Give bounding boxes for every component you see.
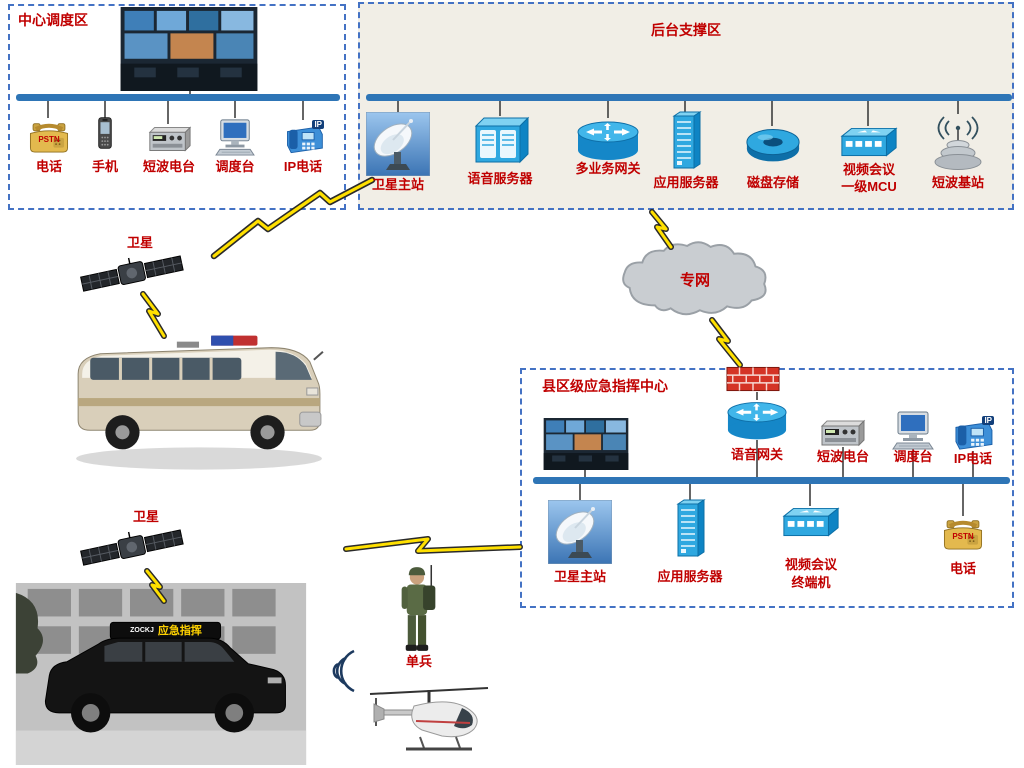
uav-helicopter (366, 676, 496, 766)
zone-backend-title: 后台支撑区 (651, 22, 721, 38)
device-label-voice-gateway: 语音网关 (730, 447, 783, 462)
device-label-county-shortwave: 短波电台 (816, 449, 869, 464)
county-pstn-phone-icon: PSTN (940, 515, 986, 553)
voice-server-icon (468, 114, 532, 168)
device-label-shortwave-basestation: 短波基站 (931, 175, 984, 190)
ip-phone-icon: IP (282, 120, 326, 156)
device-label-phone: 电话 (35, 159, 62, 174)
mobile-phone-icon (96, 116, 114, 150)
device-label-disk-storage: 磁盘存储 (746, 175, 799, 190)
device-label-mobile: 手机 (91, 159, 118, 174)
shortwave-basestation-icon (922, 112, 994, 170)
soldier-label: 单兵 (405, 654, 432, 669)
video-terminal-icon (780, 504, 842, 540)
county-ip-phone-icon: IP (950, 416, 996, 452)
device-label-multiservice-gateway: 多业务网关 (575, 161, 641, 176)
vehicle-brand-text: ZOCKJ (130, 626, 154, 634)
disk-storage-icon (744, 124, 802, 166)
device-label-ip-phone: IP电话 (283, 159, 323, 174)
ip-badge: IP (312, 120, 324, 129)
device-label-satellite-master: 卫星主站 (371, 177, 424, 192)
device-label-dispatch-console: 调度台 (215, 159, 255, 174)
vehicle-roof-text: ZOCKJ 应急指挥 (110, 622, 222, 638)
video-wall-central (120, 7, 258, 91)
county-satellite-master-icon (548, 500, 612, 564)
dispatch-console-icon (214, 118, 256, 156)
device-label-county-phone: 电话 (949, 561, 976, 576)
app-server-icon (668, 110, 704, 172)
device-label-county-ip-phone: IP电话 (953, 451, 993, 466)
device-label-app-server: 应用服务器 (653, 175, 719, 190)
device-label-voice-server: 语音服务器 (467, 171, 533, 186)
county-shortwave-radio-icon (818, 418, 866, 448)
satellite-master-station-icon (366, 112, 430, 176)
zone-backend-support (358, 2, 1014, 210)
signal-waves-icon (318, 645, 366, 697)
mcu-switch-icon (838, 124, 900, 160)
zone-county-title: 县区级应急指挥中心 (542, 378, 668, 394)
device-label-county-satellite: 卫星主站 (553, 569, 606, 584)
vehicle-title-text: 应急指挥 (157, 625, 202, 637)
device-label-county-console: 调度台 (893, 449, 933, 464)
shortwave-radio-icon (146, 124, 192, 154)
pstn-badge: PSTN (38, 135, 60, 144)
device-label-mcu-line1: 视频会议 (842, 162, 895, 177)
private-network-label: 专网 (679, 272, 710, 289)
firewall-icon (726, 366, 780, 392)
video-wall-county (543, 418, 629, 470)
soldier-figure (388, 563, 450, 657)
satellite-icon-2 (78, 524, 186, 572)
device-label-shortwave-radio: 短波电台 (142, 159, 195, 174)
pstn-phone-icon: PSTN (26, 118, 72, 156)
device-label-video-terminal-line1: 视频会议 (784, 557, 837, 572)
command-bus-vehicle (60, 295, 332, 485)
county-dispatch-console-icon (891, 410, 935, 450)
satellite1-label: 卫星 (126, 235, 153, 250)
county-app-server-icon (672, 498, 708, 560)
device-label-mcu-line2: 一级MCU (841, 179, 897, 194)
multiservice-gateway-icon (576, 118, 640, 162)
county-ip-badge: IP (982, 416, 994, 425)
satellite2-label: 卫星 (132, 509, 159, 524)
voice-gateway-icon (726, 398, 788, 442)
device-label-video-terminal-line2: 终端机 (791, 575, 831, 590)
emergency-suv-vehicle (12, 583, 310, 765)
device-label-county-app-server: 应用服务器 (657, 569, 723, 584)
zone-central-title: 中心调度区 (18, 12, 88, 28)
county-pstn-badge: PSTN (952, 532, 974, 541)
satellite-icon-1 (78, 250, 186, 298)
